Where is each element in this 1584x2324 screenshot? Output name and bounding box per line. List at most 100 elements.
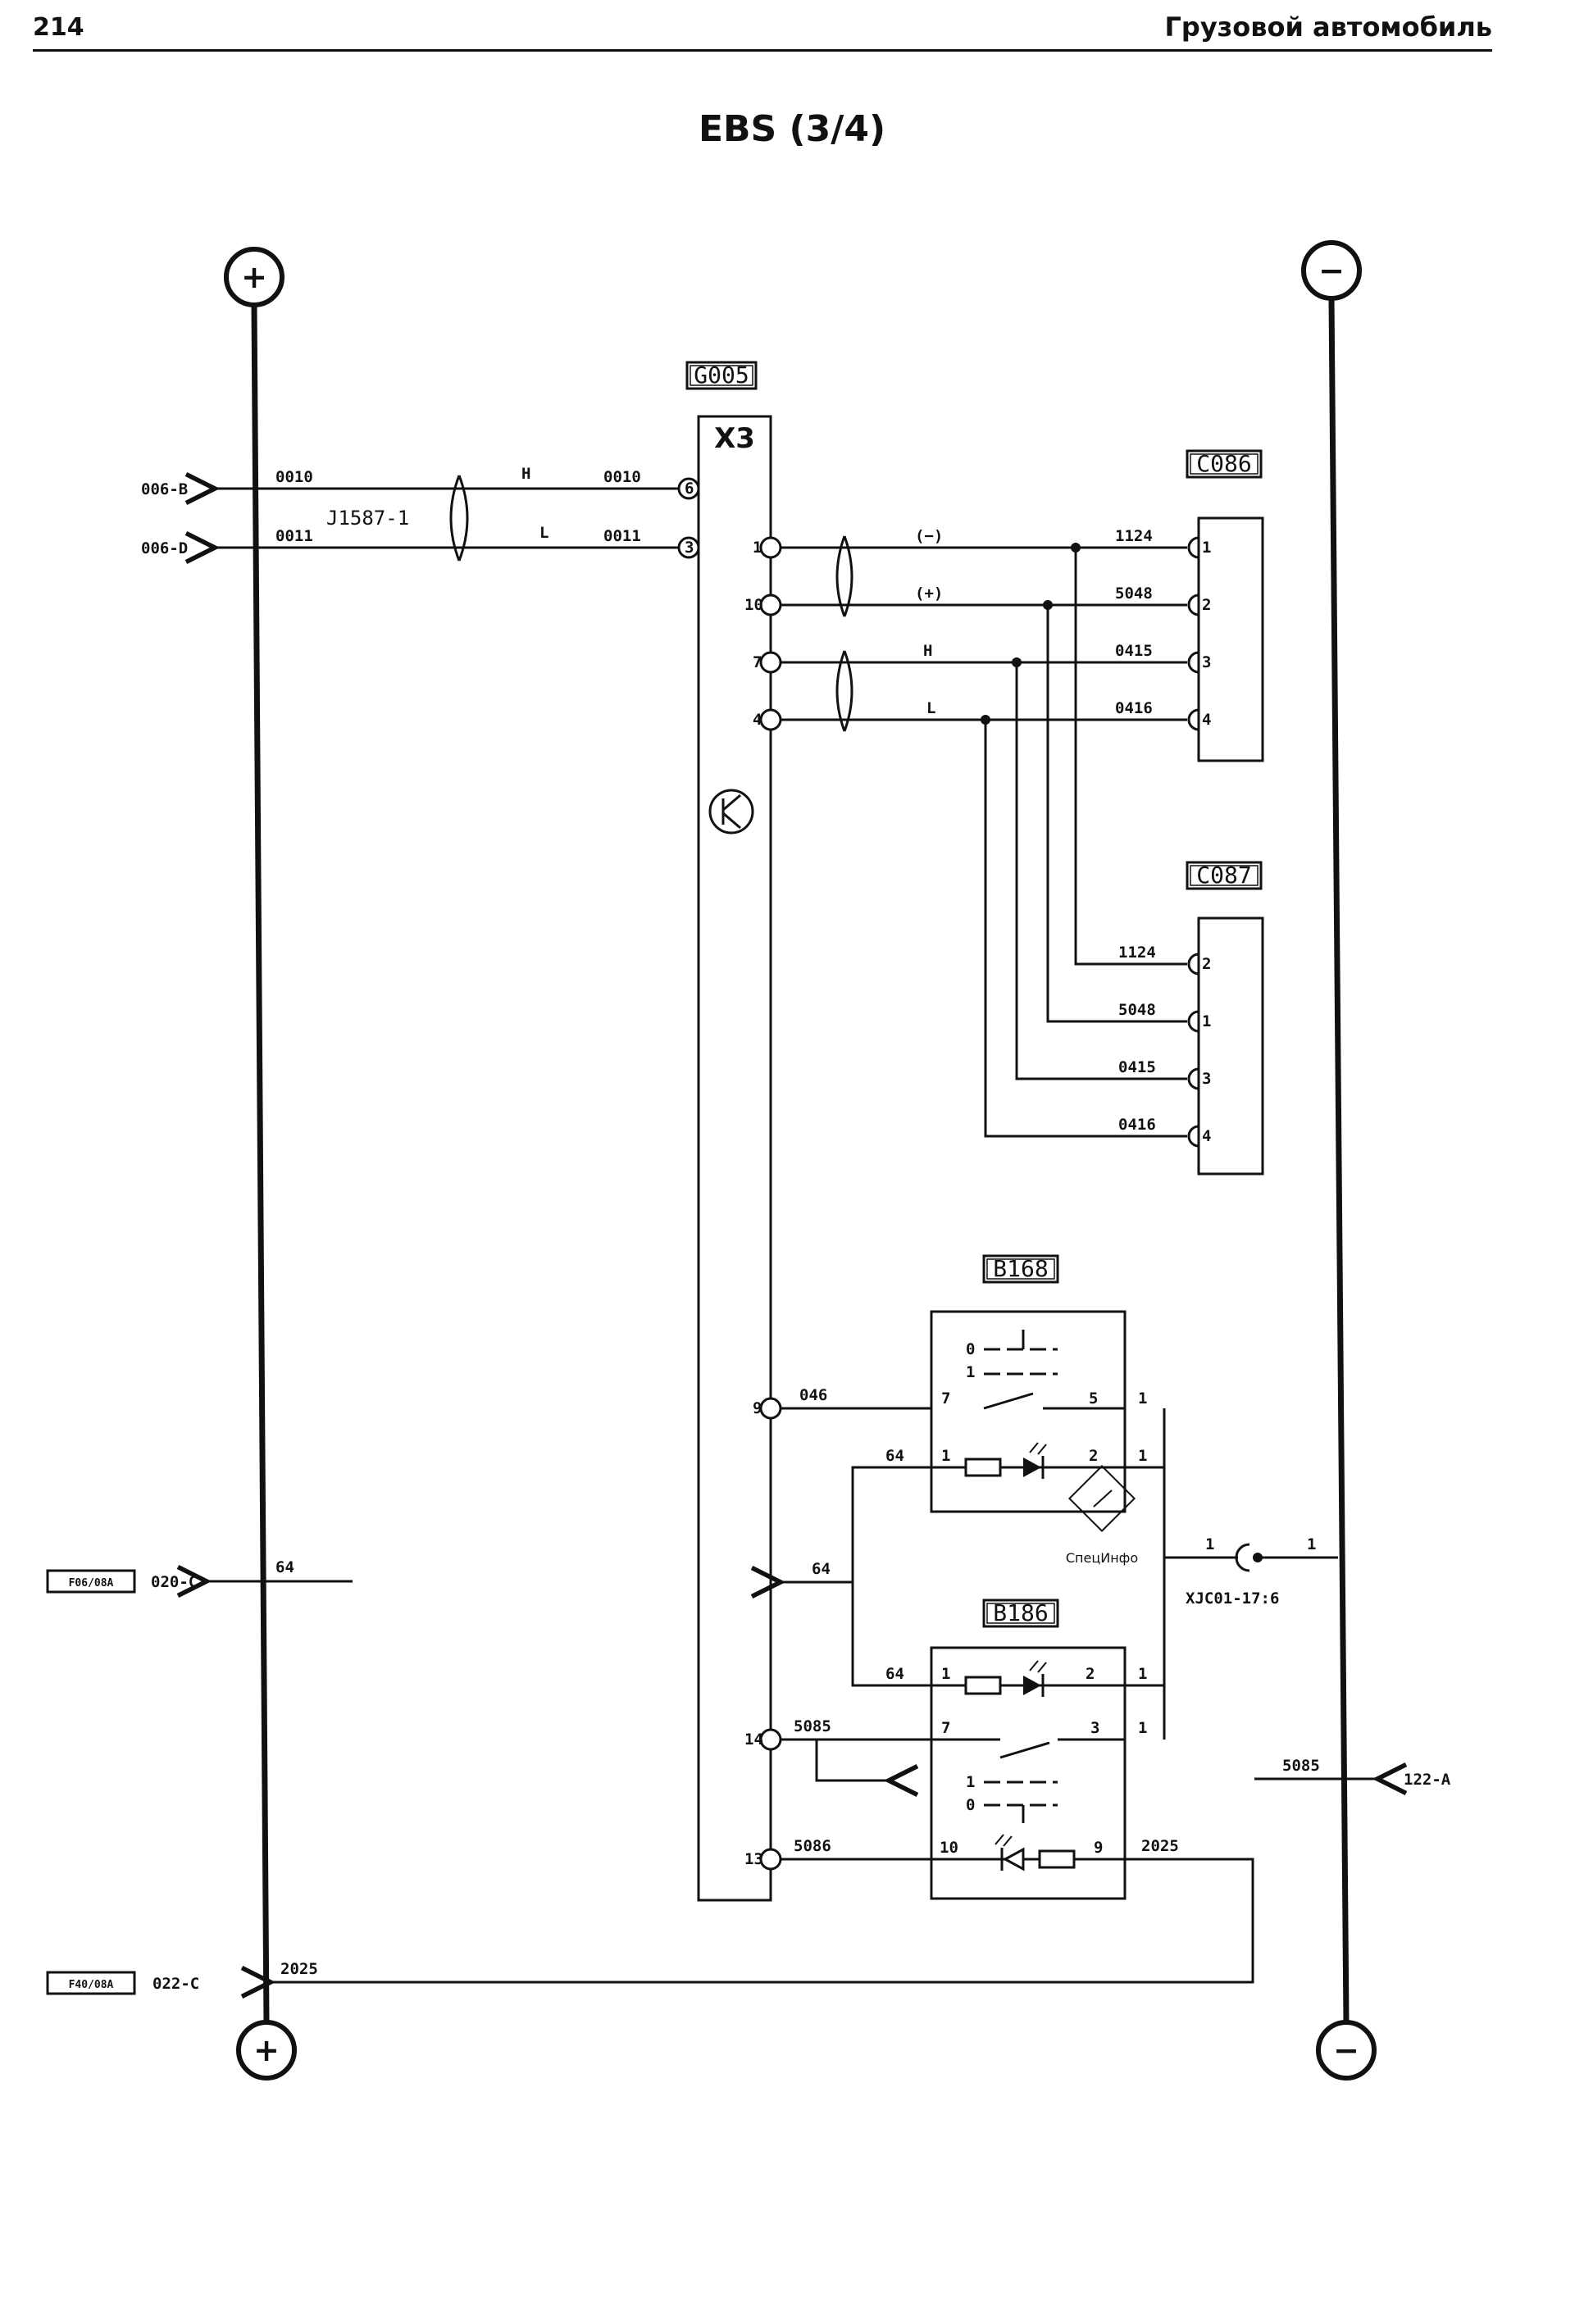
c086-wire-1: 1124 — [1115, 527, 1153, 545]
b168-ref: B168 — [993, 1255, 1048, 1282]
ground-connector-ref: XJC01-17:6 — [1186, 1590, 1279, 1608]
positive-bus: + + — [224, 247, 297, 2081]
b168-wire-in: 046 — [799, 1386, 827, 1404]
can-h-dest: 006-B — [141, 480, 188, 498]
x3-label: X3 — [714, 422, 755, 455]
b186-ref: B186 — [993, 1599, 1048, 1626]
x3-pin-1: 1 — [753, 539, 762, 557]
c087-pin-2: 2 — [1202, 955, 1211, 973]
module-g005: G005 X3 — [685, 361, 772, 1902]
x3-connector-body — [697, 415, 772, 1902]
can-l-dest: 006-D — [141, 539, 188, 557]
x3-output-wires: 1 10 7 4 (−) (+) H L — [744, 527, 1187, 1394]
switch-b168: B168 0 1 7 5 1 1 2 1 64 — [885, 1254, 1166, 1513]
ground-pin-a: 1 — [1205, 1535, 1214, 1553]
b168-lamp-wire: 64 — [885, 1447, 904, 1465]
left-ref-022-wire: 2025 — [280, 1960, 318, 1978]
book-title: Грузовой автомобиль — [1164, 11, 1492, 43]
module-ref: G005 — [694, 362, 749, 389]
positive-symbol-bottom: + — [253, 2032, 280, 2068]
can-l-line: L — [539, 524, 548, 542]
c086-ref: C086 — [1196, 450, 1251, 477]
b186-pin-10: 10 — [940, 1839, 958, 1857]
signal-minus: (−) — [915, 527, 943, 545]
b186-wire-13: 5086 — [794, 1837, 831, 1855]
switch-b186: B186 1 2 1 64 7 3 1 1 0 10 — [885, 1408, 1166, 1900]
b186-lamp-wire: 64 — [885, 1665, 904, 1683]
b186-led2-icon — [995, 1834, 1025, 1871]
positive-symbol-top: + — [241, 259, 267, 295]
b168-right-1b: 1 — [1138, 1447, 1147, 1465]
c086-pin-4: 4 — [1202, 711, 1211, 729]
right-ref-dest: 122-A — [1404, 1771, 1451, 1789]
b186-pos-0: 0 — [966, 1796, 975, 1814]
x3-pin-3: 3 — [685, 539, 694, 557]
can-h-wire-right: 0010 — [603, 468, 641, 486]
c087-ref: C087 — [1196, 862, 1251, 889]
b186-pin-3: 3 — [1090, 1719, 1099, 1737]
c087-pin-1: 1 — [1202, 1012, 1211, 1030]
can-h-line: H — [521, 465, 530, 483]
c086-wire-4: 0416 — [1115, 699, 1153, 717]
mid-arrow-wire: 64 — [812, 1560, 831, 1578]
b168-led-icon — [1023, 1442, 1047, 1479]
page-number: 214 — [33, 13, 84, 42]
left-ref-020-wire: 64 — [275, 1558, 294, 1576]
can-h-wire-left: 0010 — [275, 468, 313, 486]
negative-bus: − − — [1301, 240, 1377, 2081]
right-ref-wire: 5085 — [1282, 1757, 1320, 1775]
b186-resistor-icon — [964, 1676, 1002, 1695]
c087-wire-0415: 0415 — [1118, 1058, 1156, 1076]
c087-pin-3: 3 — [1202, 1070, 1211, 1088]
lamp-64-loop: 64 — [781, 1466, 931, 1687]
can-l-wire-left: 0011 — [275, 527, 313, 545]
left-ref-022-box: F40/08A — [69, 1979, 114, 1991]
c086-pin-1: 1 — [1202, 539, 1211, 557]
return-2025: 2025 — [271, 1837, 1254, 1982]
b186-led-icon — [1023, 1660, 1047, 1697]
b168-right-1: 1 — [1138, 1389, 1147, 1408]
b168-pin-2: 2 — [1089, 1447, 1098, 1465]
signal-l: L — [926, 699, 935, 717]
b186-resistor2-icon — [1038, 1849, 1076, 1869]
c087-wire-0416: 0416 — [1118, 1116, 1156, 1134]
c086-wire-2: 5048 — [1115, 584, 1153, 603]
b186-wire-out: 2025 — [1141, 1837, 1179, 1855]
negative-symbol-top: − — [1318, 252, 1345, 289]
left-ref-020-dest: 020-C — [151, 1573, 198, 1591]
b186-pin-7: 7 — [941, 1719, 950, 1737]
c087-pin-4: 4 — [1202, 1127, 1211, 1145]
b168-pos-1: 1 — [966, 1363, 975, 1381]
positive-terminal-bottom-icon — [236, 2020, 297, 2081]
can-network: 006-B 006-D 0010 0011 J1587-1 H L 0010 0… — [141, 465, 700, 561]
x3-pin-9: 9 — [753, 1399, 762, 1417]
signal-h: H — [923, 642, 932, 660]
page-header: 214 Грузовой автомобиль — [33, 8, 1492, 57]
b186-right-1b: 1 — [1138, 1719, 1147, 1737]
b168-pin-7: 7 — [941, 1389, 950, 1408]
right-ref-122: 5085 122-A — [1254, 1757, 1451, 1789]
x3-pin-6: 6 — [685, 480, 694, 498]
b186-pos-1: 1 — [966, 1773, 975, 1791]
c087-wire-5048: 5048 — [1118, 1001, 1156, 1019]
c086-wire-3: 0415 — [1115, 642, 1153, 660]
b186-pin-2: 2 — [1086, 1665, 1095, 1683]
connector-c087: C087 2 1 3 4 1124 5048 0415 0416 — [1118, 861, 1264, 1176]
b186-pin-9: 9 — [1094, 1839, 1103, 1857]
x3-pin-10: 10 — [744, 596, 763, 614]
left-ref-022-dest: 022-C — [152, 1975, 199, 1993]
b186-wire-14: 5085 — [794, 1717, 831, 1735]
can-l-wire-right: 0011 — [603, 527, 641, 545]
x3-pin-14: 14 — [744, 1730, 763, 1749]
ground-pin-b: 1 — [1307, 1535, 1316, 1553]
c086-pin-2: 2 — [1202, 596, 1211, 614]
transistor-icon — [708, 789, 754, 835]
connector-c086: C086 1 2 3 4 1124 5048 0415 0416 — [1115, 449, 1264, 762]
x3-pin-7: 7 — [753, 653, 762, 671]
ground-connector: 1 1 XJC01-17:6 — [1164, 1535, 1338, 1608]
b186-input-wires: 14 13 5085 5086 — [744, 1717, 931, 1871]
negative-terminal-bottom-icon — [1316, 2020, 1377, 2081]
left-ref-022: F40/08A 022-C 2025 — [46, 1960, 318, 1995]
x3-pin-13: 13 — [744, 1850, 763, 1868]
